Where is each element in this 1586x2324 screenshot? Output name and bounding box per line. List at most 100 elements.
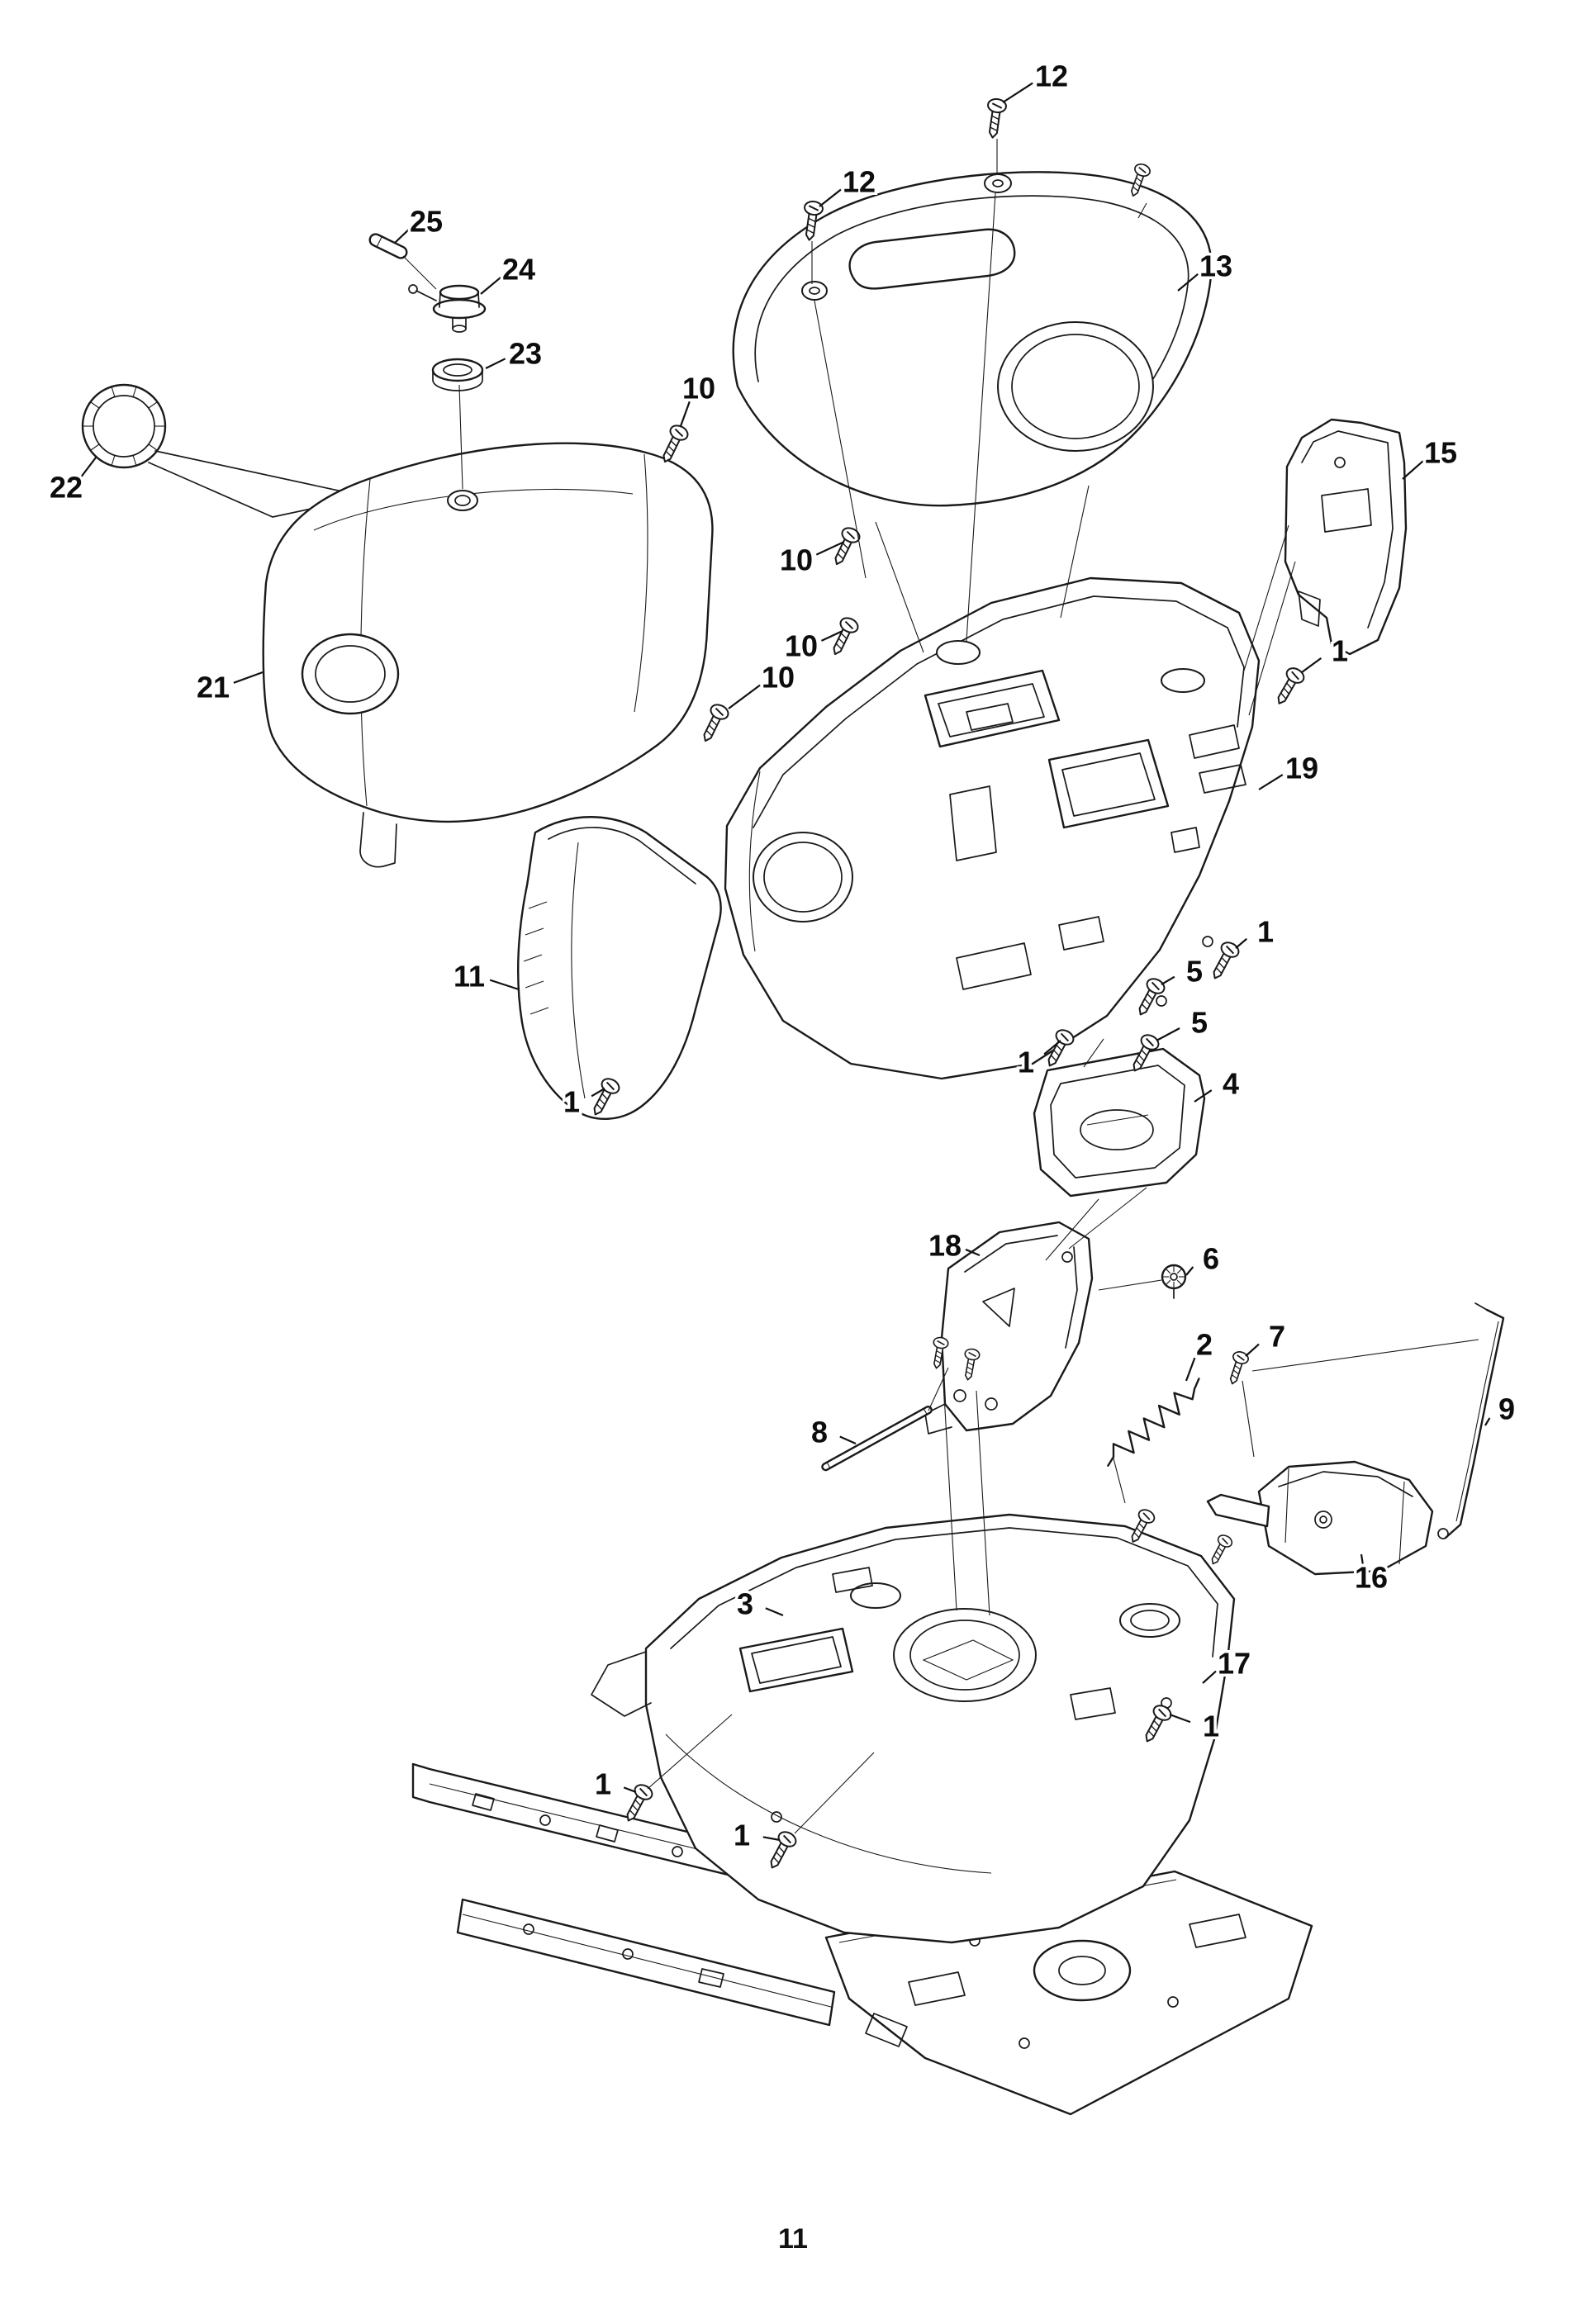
callout-1: 1 [560, 1082, 605, 1122]
callout-leader-line [1156, 1027, 1180, 1041]
frame-rail [411, 1762, 750, 1881]
callout-5: 5 [1156, 1003, 1211, 1042]
callout-label: 7 [1269, 1320, 1285, 1354]
callout-leader-line [728, 684, 761, 709]
part-25-pin [368, 233, 408, 259]
part-22-fuel-gauge-ring [81, 383, 354, 518]
callout-5: 5 [1161, 951, 1206, 991]
part-24-fuel-cap [408, 284, 487, 333]
callout-label: 1 [1257, 915, 1274, 949]
callout-24: 24 [480, 249, 539, 295]
callout-10: 10 [679, 368, 719, 427]
callout-18: 18 [925, 1226, 981, 1265]
alignment-lines [402, 139, 1479, 1834]
callout-label: 1 [1332, 634, 1348, 668]
callout-leader-line [765, 1607, 784, 1617]
callout-21: 21 [193, 667, 264, 707]
callout-label: 1 [595, 1767, 611, 1801]
callout-4: 4 [1194, 1064, 1242, 1103]
callout-label: 1 [1018, 1046, 1034, 1079]
callout-23: 23 [485, 334, 545, 373]
callout-label: 8 [811, 1416, 828, 1449]
callout-1: 1 [730, 1815, 781, 1855]
callout-label: 19 [1285, 752, 1318, 785]
callout-1: 1 [1169, 1706, 1223, 1746]
part-8-rod-pin [821, 1406, 933, 1472]
callout-22: 22 [46, 457, 97, 507]
callout-leader-line [1185, 1266, 1194, 1276]
callout-label: 13 [1199, 249, 1232, 283]
part-6-cap-nut [1161, 1264, 1187, 1299]
callout-16: 16 [1351, 1553, 1391, 1597]
callout-label: 21 [197, 671, 230, 704]
callout-label: 10 [780, 543, 813, 577]
callout-label: 22 [50, 471, 83, 505]
callout-label: 5 [1186, 955, 1203, 989]
callout-25: 25 [394, 202, 446, 244]
callout-label: 1 [1203, 1710, 1219, 1743]
callout-10: 10 [728, 657, 798, 709]
cap-nut-knurling [1162, 1265, 1185, 1288]
callout-leader-line [1245, 1343, 1260, 1357]
callout-label: 9 [1498, 1392, 1515, 1426]
part-15-side-bracket [1284, 418, 1408, 656]
part-3-pedestal-console [591, 1513, 1236, 1944]
callout-leader-line [815, 541, 845, 556]
callout-label: 3 [737, 1587, 753, 1621]
callout-leader-line [679, 401, 691, 427]
screw-1-a [1270, 664, 1308, 709]
page-number: 11 [778, 2223, 808, 2255]
callout-label: 2 [1196, 1328, 1213, 1362]
callout-label: 23 [509, 337, 542, 371]
screw-16-b [1205, 1532, 1235, 1568]
callout-1: 1 [1014, 1040, 1061, 1082]
callout-9: 9 [1484, 1389, 1518, 1429]
screw-1-b [1205, 938, 1242, 984]
callout-2: 2 [1185, 1325, 1216, 1382]
callout-leader-line [623, 1786, 637, 1794]
callout-leader-line [1043, 1040, 1061, 1055]
callout-leader-line [965, 1248, 981, 1257]
callout-leader-line [480, 276, 501, 295]
callout-label: 25 [410, 205, 443, 239]
callout-leader-line [591, 1088, 605, 1098]
callout-11: 11 [450, 956, 520, 996]
callout-label: 10 [682, 372, 715, 406]
callout-leader-line [1235, 937, 1247, 949]
part-21-fuel-tank [262, 442, 714, 868]
callout-leader-line [1301, 657, 1322, 673]
part-23-bushing [431, 358, 484, 391]
callout-leader-line [1002, 82, 1033, 103]
ring-knurling [83, 386, 165, 467]
callout-leader-line [762, 1836, 781, 1842]
callout-leader-line [1194, 1089, 1213, 1103]
callout-label: 4 [1223, 1067, 1239, 1101]
callout-leader-line [819, 188, 842, 207]
callout-label: 1 [734, 1819, 750, 1852]
part-13-upper-dash-cover [732, 171, 1213, 507]
callout-label: 11 [453, 960, 485, 994]
callout-label: 16 [1355, 1561, 1388, 1595]
callout-8: 8 [808, 1412, 857, 1452]
screw-12-a [982, 97, 1009, 140]
callout-label: 5 [1191, 1006, 1208, 1040]
part-9-lift-rod [1437, 1302, 1505, 1539]
callout-leader-line [820, 630, 843, 642]
callout-label: 10 [785, 629, 818, 663]
callout-label: 24 [502, 253, 535, 287]
callout-leader-line [1402, 460, 1424, 480]
callout-leader-line [1169, 1713, 1191, 1724]
callout-15: 15 [1402, 433, 1460, 480]
callout-1: 1 [1235, 912, 1277, 951]
callout-leader-line [1185, 1357, 1196, 1382]
callout-leader-line [489, 979, 520, 991]
callout-label: 10 [762, 661, 795, 695]
part-19-dash-console [724, 576, 1261, 1080]
callout-leader-line [1177, 273, 1199, 292]
callout-label: 1 [563, 1085, 580, 1119]
callout-leader-line [485, 358, 506, 369]
screw-5-a [1131, 975, 1168, 1020]
screw-10-d [696, 700, 732, 746]
